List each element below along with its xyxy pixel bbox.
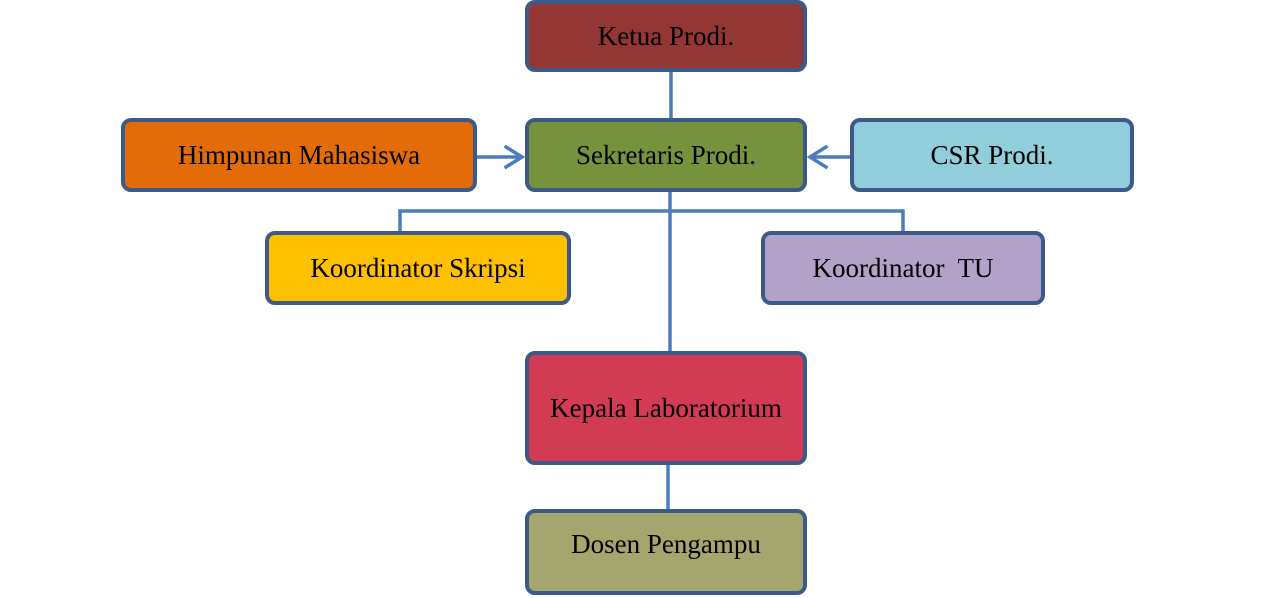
node-ketua-prodi: Ketua Prodi.: [525, 0, 807, 72]
connector-branch-koordinator: [398, 209, 905, 233]
arrowhead-himpunan: [503, 144, 526, 170]
node-label: Dosen Pengampu: [571, 529, 761, 559]
node-label: Koordinator Skripsi: [310, 253, 526, 283]
node-label: Koordinator TU: [812, 253, 994, 283]
node-himpunan-mahasiswa: Himpunan Mahasiswa: [121, 118, 477, 192]
node-label: Himpunan Mahasiswa: [177, 140, 421, 170]
node-koordinator-skripsi: Koordinator Skripsi: [265, 231, 571, 305]
node-csr-prodi: CSR Prodi.: [850, 118, 1134, 192]
node-label: Sekretaris Prodi.: [576, 140, 756, 170]
arrowhead-csr: [806, 144, 829, 170]
node-label: CSR Prodi.: [930, 140, 1054, 170]
node-kepala-laboratorium: Kepala Laboratorium: [525, 351, 807, 465]
node-label: Kepala Laboratorium: [550, 393, 782, 423]
node-label: Ketua Prodi.: [597, 21, 735, 51]
node-koordinator-tu: Koordinator TU: [761, 231, 1045, 305]
node-sekretaris-prodi: Sekretaris Prodi.: [525, 118, 807, 192]
node-dosen-pengampu: Dosen Pengampu: [525, 509, 807, 595]
